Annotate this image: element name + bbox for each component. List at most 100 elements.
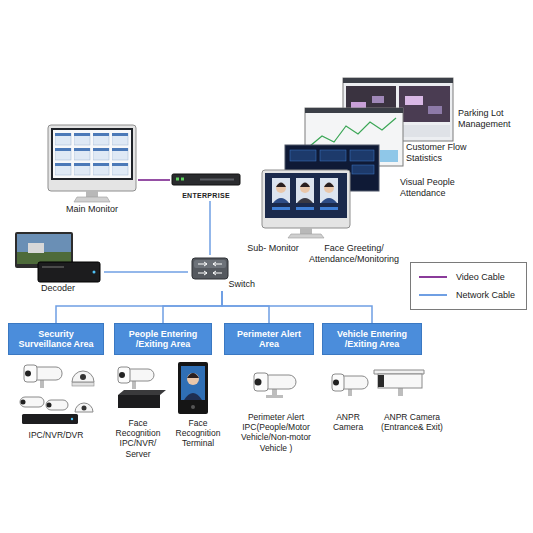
customer-flow-screen-illustration-part — [305, 108, 403, 113]
device-label: ANPR Camera (Entrance& Exit) — [372, 412, 452, 432]
network-cable — [56, 291, 222, 323]
legend-entry: Video Cable — [419, 272, 518, 282]
sub-monitor-illustration-part — [300, 183, 310, 188]
face-recognition-devices-illustration-part — [178, 362, 208, 414]
device-name: Decoder — [41, 283, 75, 294]
sub-monitor-illustration-part — [300, 228, 312, 234]
perimeter-camera-illustration-part — [272, 389, 277, 396]
anpr-cameras-illustration-part — [332, 374, 344, 391]
decoder-illustration-part — [42, 266, 64, 268]
face-recognition-devices-illustration-part — [132, 381, 136, 389]
surveillance-cameras-illustration-part — [80, 374, 86, 380]
area-title: Security Surveillance Area — [12, 329, 100, 350]
surveillance-cameras-illustration-part — [46, 400, 68, 410]
sub-monitor-illustration-part — [265, 173, 347, 218]
sub-monitor-illustration-part — [272, 207, 290, 210]
attendance-screen-illustration-part — [290, 150, 316, 161]
sub-monitor-illustration-part — [272, 178, 290, 203]
face-recognition-devices-illustration-part — [118, 367, 130, 383]
device-name: Switch — [228, 279, 255, 290]
parking-screen-illustration-part — [372, 96, 384, 103]
attendance-screen-illustration-part — [350, 150, 374, 161]
surveillance-cameras-illustration-part — [20, 397, 44, 407]
sub-monitor-illustration-part — [324, 183, 334, 193]
surveillance-cameras-illustration-part — [21, 400, 26, 405]
perimeter-camera-illustration-part — [254, 373, 268, 391]
sub-monitor-illustration-part — [288, 234, 324, 238]
sub-monitor-illustration-part — [296, 207, 314, 210]
legend-text: Video Cable — [456, 272, 505, 282]
sub-monitor-illustration-part — [276, 183, 286, 193]
screen-label: Customer Flow Statistics — [406, 142, 478, 164]
legend-line-sample — [419, 276, 447, 278]
face-recognition-devices-illustration-part — [187, 373, 199, 378]
surveillance-cameras-illustration-part — [72, 382, 94, 386]
sub-monitor-illustration-part — [321, 198, 337, 203]
face-recognition-devices-illustration-part — [187, 373, 199, 385]
device-label: Perimeter Alert IPC(People/Motor Vehicle… — [228, 412, 324, 453]
main-monitor-illustration — [48, 125, 136, 202]
face-recognition-devices-illustration-part — [184, 393, 202, 400]
decoder-device: Decoder — [12, 229, 104, 295]
surveillance-cameras-illustration-part — [75, 403, 93, 412]
surveillance-cameras-illustration-part — [72, 371, 94, 382]
recorder-illustration-part — [181, 178, 184, 181]
surveillance-cameras-illustration-part — [24, 365, 37, 382]
main-monitor-illustration-part — [86, 191, 98, 197]
face-recognition-devices-illustration — [118, 362, 208, 414]
recorder-illustration-part — [172, 174, 240, 185]
screen-label: Parking Lot Management — [458, 108, 528, 130]
sub-monitor-illustration-part — [296, 178, 314, 203]
sub-monitor-illustration-part — [324, 183, 334, 188]
parking-screen-illustration-part — [405, 96, 423, 105]
surveillance-cameras-illustration-part — [82, 406, 87, 411]
network-cable — [222, 291, 269, 323]
face-recognition-devices-illustration-part — [119, 372, 125, 378]
customer-flow-screen-illustration-part — [310, 118, 396, 146]
perimeter-camera-illustration — [254, 373, 296, 398]
sub-monitor-illustration-part — [273, 198, 289, 203]
anpr-cameras-illustration-part — [348, 389, 352, 396]
sub-monitor-illustration-part — [320, 178, 338, 203]
sub-monitor-illustration-part — [276, 183, 286, 188]
perimeter-camera-illustration-part — [255, 379, 262, 386]
network-cable — [104, 271, 188, 273]
sub-monitor-illustration-part — [300, 183, 310, 193]
main-monitor-illustration-part — [51, 128, 133, 180]
legend-text: Network Cable — [456, 290, 515, 300]
anpr-cameras-illustration-part — [398, 388, 403, 396]
decoder-illustration-part — [38, 262, 100, 282]
decoder-illustration — [15, 232, 100, 282]
anpr-cameras-illustration-part — [378, 374, 422, 388]
main-monitor-illustration-part — [55, 133, 131, 178]
sub-monitor-illustration-part — [297, 198, 313, 203]
main-monitor-illustration-part — [74, 197, 110, 202]
switch-illustration-part — [192, 258, 228, 279]
anpr-cameras-illustration-part — [378, 375, 384, 387]
recorder-illustration-part — [176, 178, 179, 181]
surveillance-cameras-illustration-part — [22, 414, 78, 424]
area-title: Perimeter Alert Area — [228, 329, 310, 350]
main-monitor-illustration-part — [48, 125, 136, 191]
switch-device: Switch — [188, 255, 256, 291]
perimeter-camera-illustration-part — [266, 395, 283, 398]
switch-illustration-part — [213, 262, 222, 266]
recorder-device: ENTERPRISE — [170, 171, 242, 201]
area-box: Perimeter Alert Area — [224, 323, 314, 355]
area-box: Security Surveillance Area — [8, 323, 104, 355]
switch-illustration-part — [194, 260, 226, 268]
recorder-illustration — [172, 174, 240, 185]
anpr-cameras-illustration-part — [374, 370, 424, 374]
device-label: IPC/NVR/DVR — [8, 430, 104, 440]
screen-label: Face Greeting/ Attendance/Monitoring — [300, 243, 408, 265]
sub-monitor-illustration — [262, 170, 350, 238]
surveillance-cameras-illustration-part — [47, 403, 52, 408]
decoder-illustration-part — [93, 271, 96, 274]
face-recognition-devices-illustration-part — [118, 390, 166, 395]
face-recognition-devices-illustration-part — [181, 366, 205, 400]
parking-screen-illustration-part — [343, 78, 453, 83]
